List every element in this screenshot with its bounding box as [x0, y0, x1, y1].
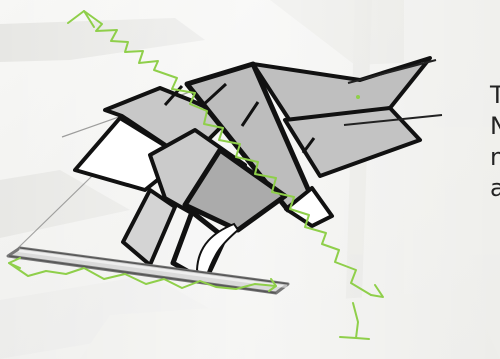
side-caption-line-4: a [490, 173, 500, 204]
side-caption-line-1: T [490, 80, 500, 111]
side-caption-line-3: n [490, 142, 500, 173]
side-caption: T N n a [490, 80, 500, 204]
side-caption-line-2: N [490, 111, 500, 142]
